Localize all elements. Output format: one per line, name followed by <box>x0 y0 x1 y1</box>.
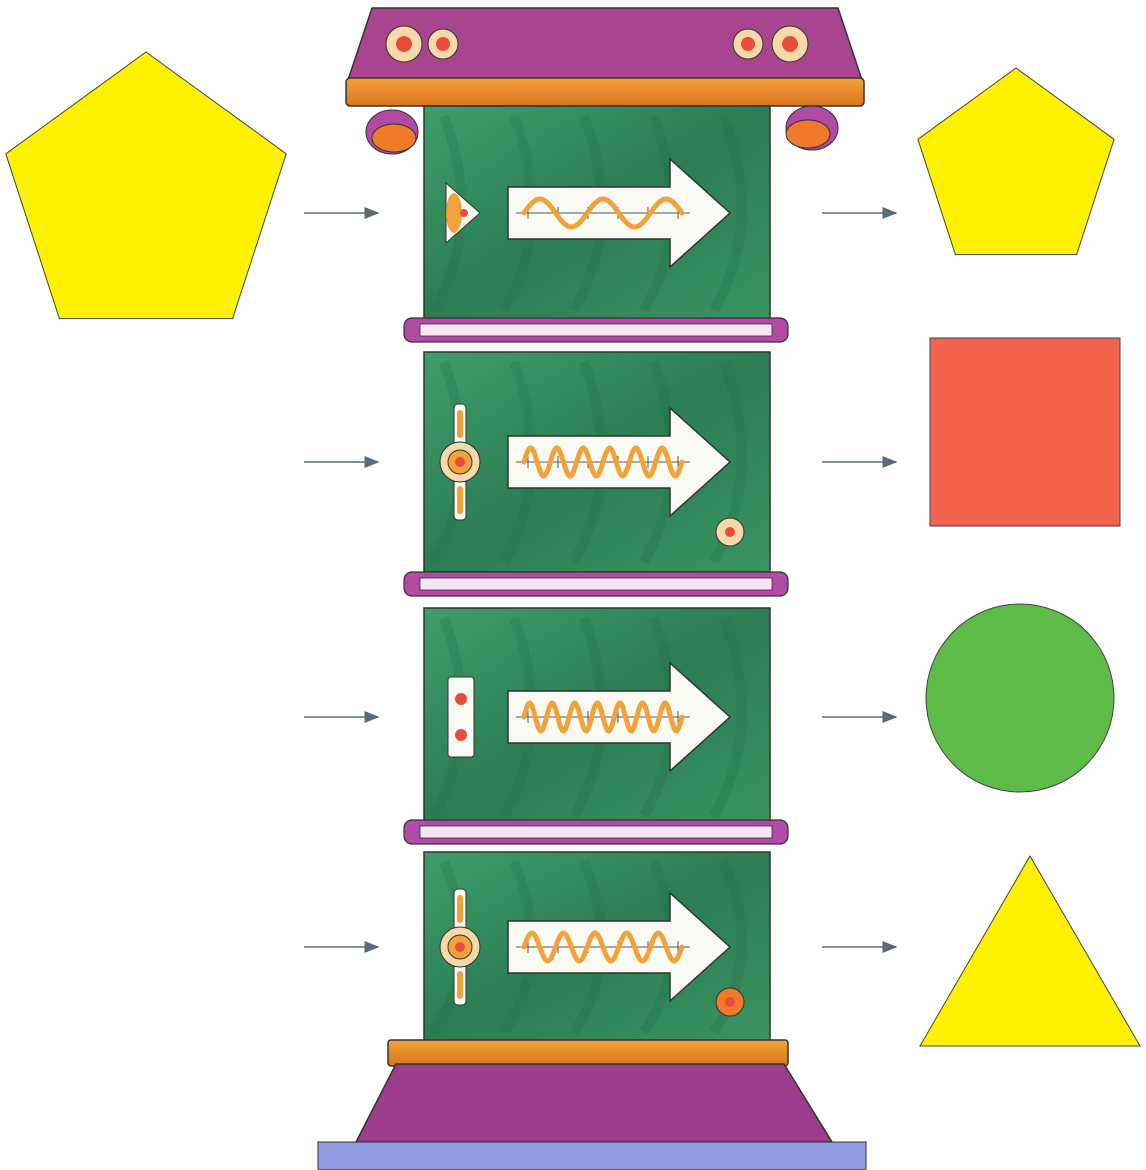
panel-clamp <box>404 572 788 596</box>
panel-clamp <box>404 820 788 844</box>
machine-stage-3 <box>424 608 770 826</box>
dual-button-panel-icon <box>448 677 474 757</box>
bolt-icon <box>428 29 458 59</box>
bolt-icon <box>733 29 763 59</box>
panel-bolt-icon <box>716 518 744 546</box>
input-pentagon <box>6 52 286 319</box>
panel-clamp <box>404 318 788 342</box>
right-side-knob-icon <box>786 106 838 150</box>
machine-stage-1 <box>424 106 770 320</box>
output-shapes <box>918 68 1140 1046</box>
output-triangle <box>920 856 1140 1046</box>
machine-plinth <box>318 1142 866 1170</box>
output-pentagon <box>918 68 1114 255</box>
bolt-icon <box>386 26 422 62</box>
machine-base <box>356 1064 832 1142</box>
machine-bottom-wood-trim <box>388 1040 788 1066</box>
left-side-knob-icon <box>366 110 418 154</box>
input-pentagon-shape <box>6 52 286 319</box>
machine-stage-2 <box>424 352 770 572</box>
output-square <box>930 338 1120 526</box>
transformer-machine <box>318 8 866 1170</box>
panel-bolt-icon <box>716 988 744 1016</box>
machine-top-wood-trim <box>346 78 864 106</box>
bolt-icon <box>772 26 808 62</box>
output-circle <box>926 604 1114 792</box>
machine-stage-4 <box>424 852 770 1042</box>
